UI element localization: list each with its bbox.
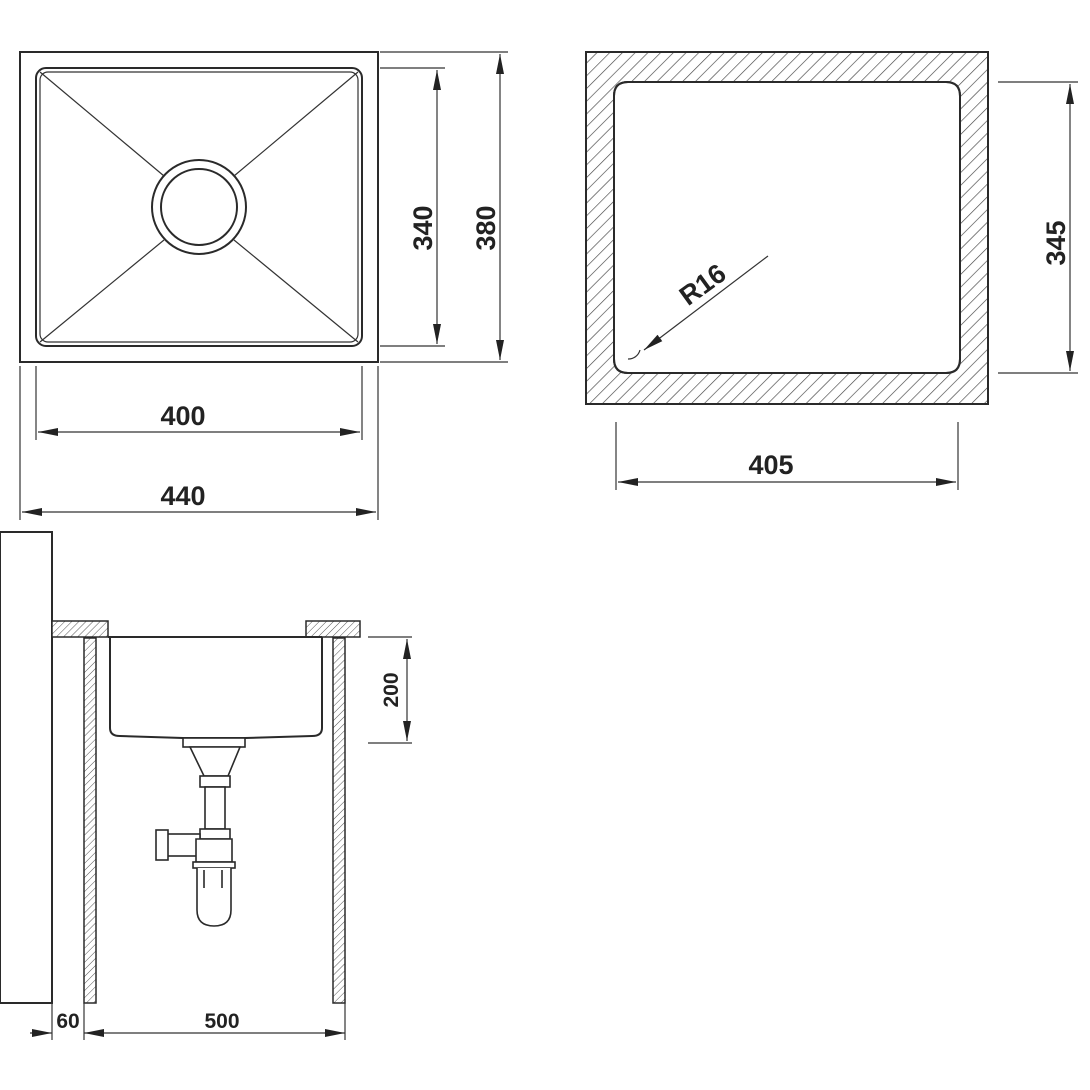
countertop-left: [51, 620, 109, 638]
dim-label-400: 400: [160, 401, 205, 431]
dim-label-380: 380: [471, 205, 501, 250]
cabinet-side-right: [332, 637, 346, 1004]
cutout-view: R16 345 405: [585, 51, 1078, 490]
countertop-right: [305, 620, 361, 638]
dim-label-345: 345: [1041, 220, 1071, 265]
radius-leader: [643, 255, 769, 351]
countertop-hatch: [585, 51, 989, 405]
sink-bowl-section: [109, 637, 323, 739]
dim-label-405: 405: [748, 450, 793, 480]
dim-label-440: 440: [160, 481, 205, 511]
dim-label-340: 340: [408, 205, 438, 250]
bowl-slope-lines: [39, 71, 359, 343]
drain-inner-ring: [160, 168, 238, 246]
cabinet-side-left: [83, 637, 97, 1004]
drain-outer-ring: [151, 159, 247, 255]
sink-bowl-outline: [35, 67, 363, 347]
drain-trap: [155, 737, 246, 927]
wall: [0, 531, 53, 1004]
dim-label-60: 60: [56, 1010, 79, 1033]
sink-top-view: 340 380 400 440: [19, 51, 508, 520]
section-view: 200 60 500: [0, 531, 412, 1040]
sink-outer-rim: [19, 51, 379, 363]
cutout-outline: [613, 81, 961, 374]
dim-label-200: 200: [380, 672, 403, 707]
dim-label-r16: R16: [674, 258, 732, 311]
dim-label-500: 500: [204, 1010, 239, 1033]
